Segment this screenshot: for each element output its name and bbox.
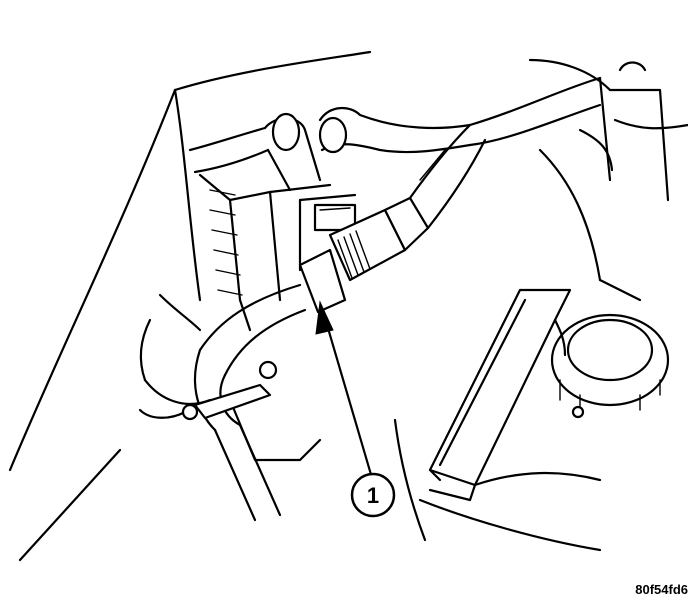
check-valve-connector bbox=[298, 123, 487, 314]
floor-lines bbox=[393, 418, 602, 552]
figure-id-label: 80f54fd6 bbox=[635, 582, 688, 597]
callout-leader bbox=[315, 300, 374, 480]
hose-clamp bbox=[181, 360, 278, 421]
callout-1: 1 bbox=[350, 472, 396, 518]
reservoir-cap bbox=[550, 313, 670, 419]
left-fender-outline bbox=[8, 50, 372, 562]
lower-housing bbox=[138, 293, 322, 462]
callout-number: 1 bbox=[367, 483, 379, 508]
vacuum-hose bbox=[193, 283, 307, 522]
heater-hoses bbox=[188, 76, 602, 192]
intake-duct bbox=[428, 288, 602, 502]
right-bracket bbox=[528, 58, 688, 302]
heater-housing bbox=[198, 173, 357, 332]
